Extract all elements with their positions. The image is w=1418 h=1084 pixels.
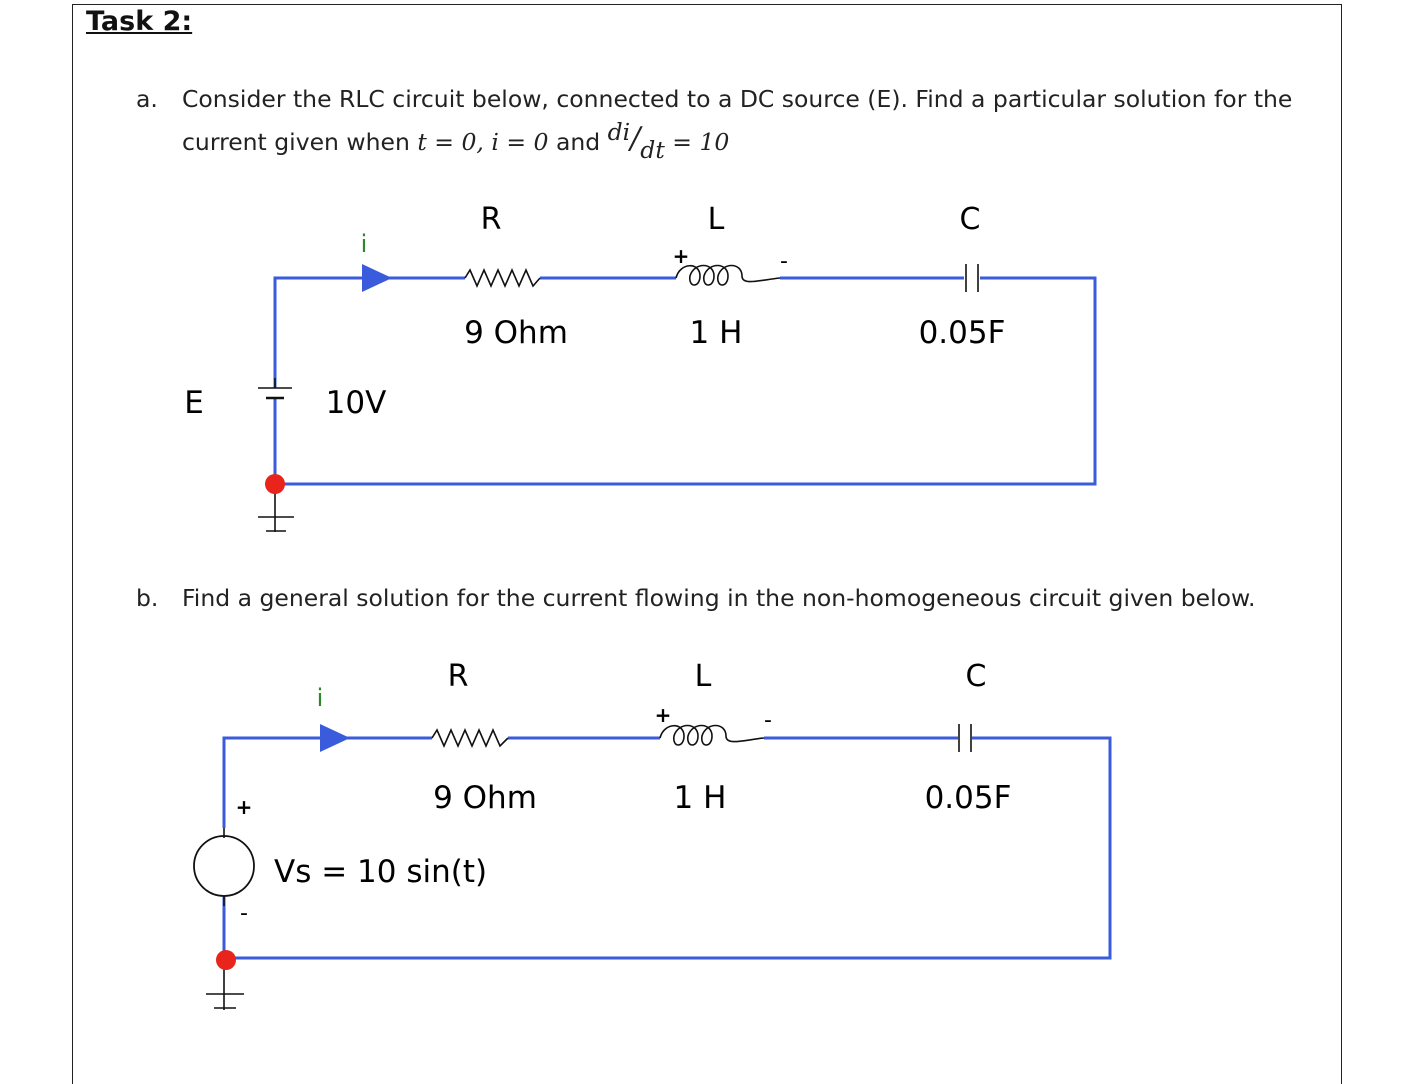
circuit-b-inductor-plus: +	[655, 703, 672, 727]
circuit-b: i R 9 Ohm + - L 1 H C 0.05F + - Vs = 10 …	[193, 659, 1112, 1010]
circuit-b-resistor-value: 9 Ohm	[433, 780, 537, 816]
circuit-b-inductor-minus: -	[764, 708, 772, 733]
derivative-slash: /	[630, 121, 641, 156]
derivative-denominator: dt	[640, 136, 665, 164]
circuit-a-source-symbol: E	[184, 385, 204, 421]
circuit-b-source-minus: -	[240, 901, 248, 926]
circuit-b-capacitor-symbol: C	[966, 659, 987, 694]
task-frame	[72, 4, 1342, 1084]
circuit-b-current-arrow	[320, 724, 350, 752]
circuit-a-source-value: 10V	[326, 385, 387, 421]
circuit-a-current-arrow	[362, 264, 392, 292]
condition-i: i	[491, 128, 499, 156]
circuit-b-ground-node	[216, 950, 236, 970]
question-b-marker: b.	[136, 584, 159, 612]
circuit-b-wire-left-top	[222, 736, 432, 828]
question-a-line1: Consider the RLC circuit below, connecte…	[182, 85, 1293, 113]
question-b: b. Find a general solution for the curre…	[136, 577, 1336, 619]
circuit-b-source-value: Vs = 10 sin(t)	[274, 854, 487, 890]
circuit-a-current-label: i	[361, 230, 368, 258]
circuit-b-resistor-symbol: R	[448, 659, 469, 694]
derivative-numerator: di	[607, 118, 631, 146]
circuit-a-resistor-value: 9 Ohm	[464, 315, 568, 351]
circuit-a: i R 9 Ohm + - L 1 H C 0.05F E 10V	[184, 202, 1097, 532]
question-a-marker: a.	[136, 85, 158, 113]
circuit-b-inductor	[659, 724, 765, 746]
derivative-eq: = 10	[672, 128, 730, 156]
circuit-b-wire-right	[224, 736, 1112, 960]
circuit-a-resistor-symbol: R	[481, 202, 502, 237]
circuit-b-inductor-value: 1 H	[674, 780, 727, 816]
circuit-a-wire-right	[275, 276, 1097, 486]
circuit-a-inductor-symbol: L	[708, 202, 725, 237]
circuit-b-source-plus: +	[236, 795, 253, 819]
circuit-a-resistor	[464, 268, 541, 288]
circuit-b-source-circle	[193, 835, 255, 897]
circuit-a-ground-node	[265, 474, 285, 494]
circuit-a-capacitor-symbol: C	[960, 202, 981, 237]
condition-i-eq: = 0	[498, 128, 549, 156]
circuit-b-resistor	[431, 728, 509, 748]
condition-and: and	[548, 128, 608, 156]
circuit-b-inductor-symbol: L	[695, 659, 712, 694]
question-a-line2: current given when t = 0, i = 0 and di/d…	[182, 118, 730, 164]
task-title: Task 2:	[86, 6, 193, 37]
circuit-a-wire-left-top	[273, 276, 465, 388]
circuit-b-capacitor-value: 0.05F	[925, 780, 1012, 816]
question-a: a. Consider the RLC circuit below, conne…	[136, 78, 1336, 168]
question-a-line2-prefix: current given when	[182, 128, 418, 156]
circuit-a-capacitor-value: 0.05F	[919, 315, 1006, 351]
circuit-b-current-label: i	[317, 684, 324, 712]
condition-t: t	[417, 128, 427, 156]
circuit-a-inductor	[675, 264, 781, 286]
circuit-a-inductor-minus: -	[780, 249, 788, 274]
circuit-a-inductor-value: 1 H	[690, 315, 743, 351]
condition-t-eq: = 0,	[426, 128, 492, 156]
question-b-line1: Find a general solution for the current …	[182, 584, 1256, 612]
circuit-a-inductor-plus: +	[673, 244, 690, 268]
